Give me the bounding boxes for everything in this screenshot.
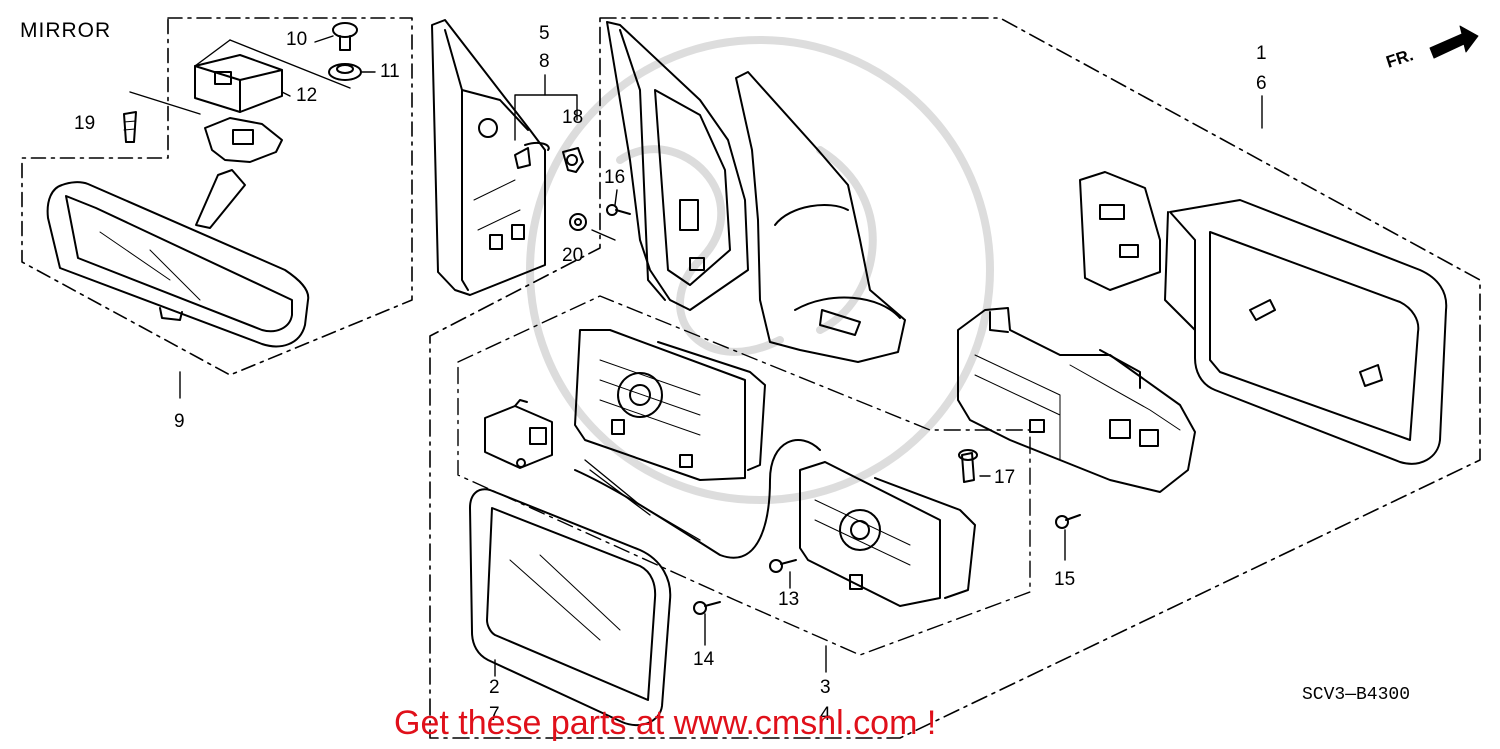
- callout-16[interactable]: 16: [604, 167, 626, 188]
- callout-14[interactable]: 14: [693, 649, 715, 670]
- housing-group-frame: [429, 17, 1481, 739]
- callout-13[interactable]: 13: [778, 589, 800, 610]
- callout-10[interactable]: 10: [286, 29, 308, 50]
- rearview-mirror: [46, 169, 310, 348]
- callout-4[interactable]: 4: [820, 704, 831, 725]
- page-title: MIRROR: [20, 19, 112, 42]
- screw-15: [1055, 514, 1081, 529]
- screw-13: [769, 559, 797, 573]
- promo-link[interactable]: Get these parts at www.cmsnl.com !: [394, 704, 937, 742]
- callout-12[interactable]: 12: [296, 85, 318, 106]
- actuator-group-frame: [457, 295, 1031, 656]
- rearview-group-frame: [21, 17, 413, 376]
- inner-garnish: [431, 19, 550, 296]
- mirror-cap: [1164, 199, 1448, 465]
- nut-11: [328, 63, 362, 81]
- screw-14: [693, 601, 721, 615]
- mirror-base-cover: [735, 71, 906, 363]
- callout-18[interactable]: 18: [562, 107, 584, 128]
- screw-16: [606, 204, 631, 216]
- main-leaders: [494, 95, 1263, 677]
- callout-1[interactable]: 1: [1256, 43, 1267, 64]
- callout-20[interactable]: 20: [562, 245, 584, 266]
- callout-3[interactable]: 3: [820, 677, 831, 698]
- grommet-20: [569, 213, 587, 231]
- front-direction-arrow: [1429, 25, 1479, 59]
- callout-9[interactable]: 9: [174, 411, 185, 432]
- callout-7[interactable]: 7: [489, 704, 500, 725]
- callout-6[interactable]: 6: [1256, 73, 1267, 94]
- bolt-19: [123, 111, 137, 143]
- mirror-actuator-left: [574, 329, 766, 481]
- mirror-mount-base: [194, 54, 283, 113]
- callout-11[interactable]: 11: [380, 61, 400, 82]
- clip-18: [562, 147, 584, 173]
- mirror-mount-plate: [204, 117, 283, 163]
- mirror-glass: [469, 488, 672, 727]
- bolt-17: [958, 449, 978, 483]
- callout-15[interactable]: 15: [1054, 569, 1076, 590]
- callout-19[interactable]: 19: [74, 113, 96, 134]
- callout-2[interactable]: 2: [489, 677, 500, 698]
- actuator-frame: [957, 307, 1196, 493]
- callout-17[interactable]: 17: [994, 467, 1016, 488]
- diagram-code: SCV3—B4300: [1302, 685, 1411, 705]
- callout-8[interactable]: 8: [539, 51, 550, 72]
- screw-10: [332, 22, 358, 51]
- garnish-leaders: [514, 74, 616, 241]
- door-mirror-housing: [606, 21, 749, 311]
- mirror-actuator-right: [799, 461, 976, 607]
- mirror-cap-bracket: [1079, 171, 1161, 291]
- rearview-leaders: [129, 35, 376, 399]
- callout-5[interactable]: 5: [539, 23, 550, 44]
- connector: [484, 399, 553, 469]
